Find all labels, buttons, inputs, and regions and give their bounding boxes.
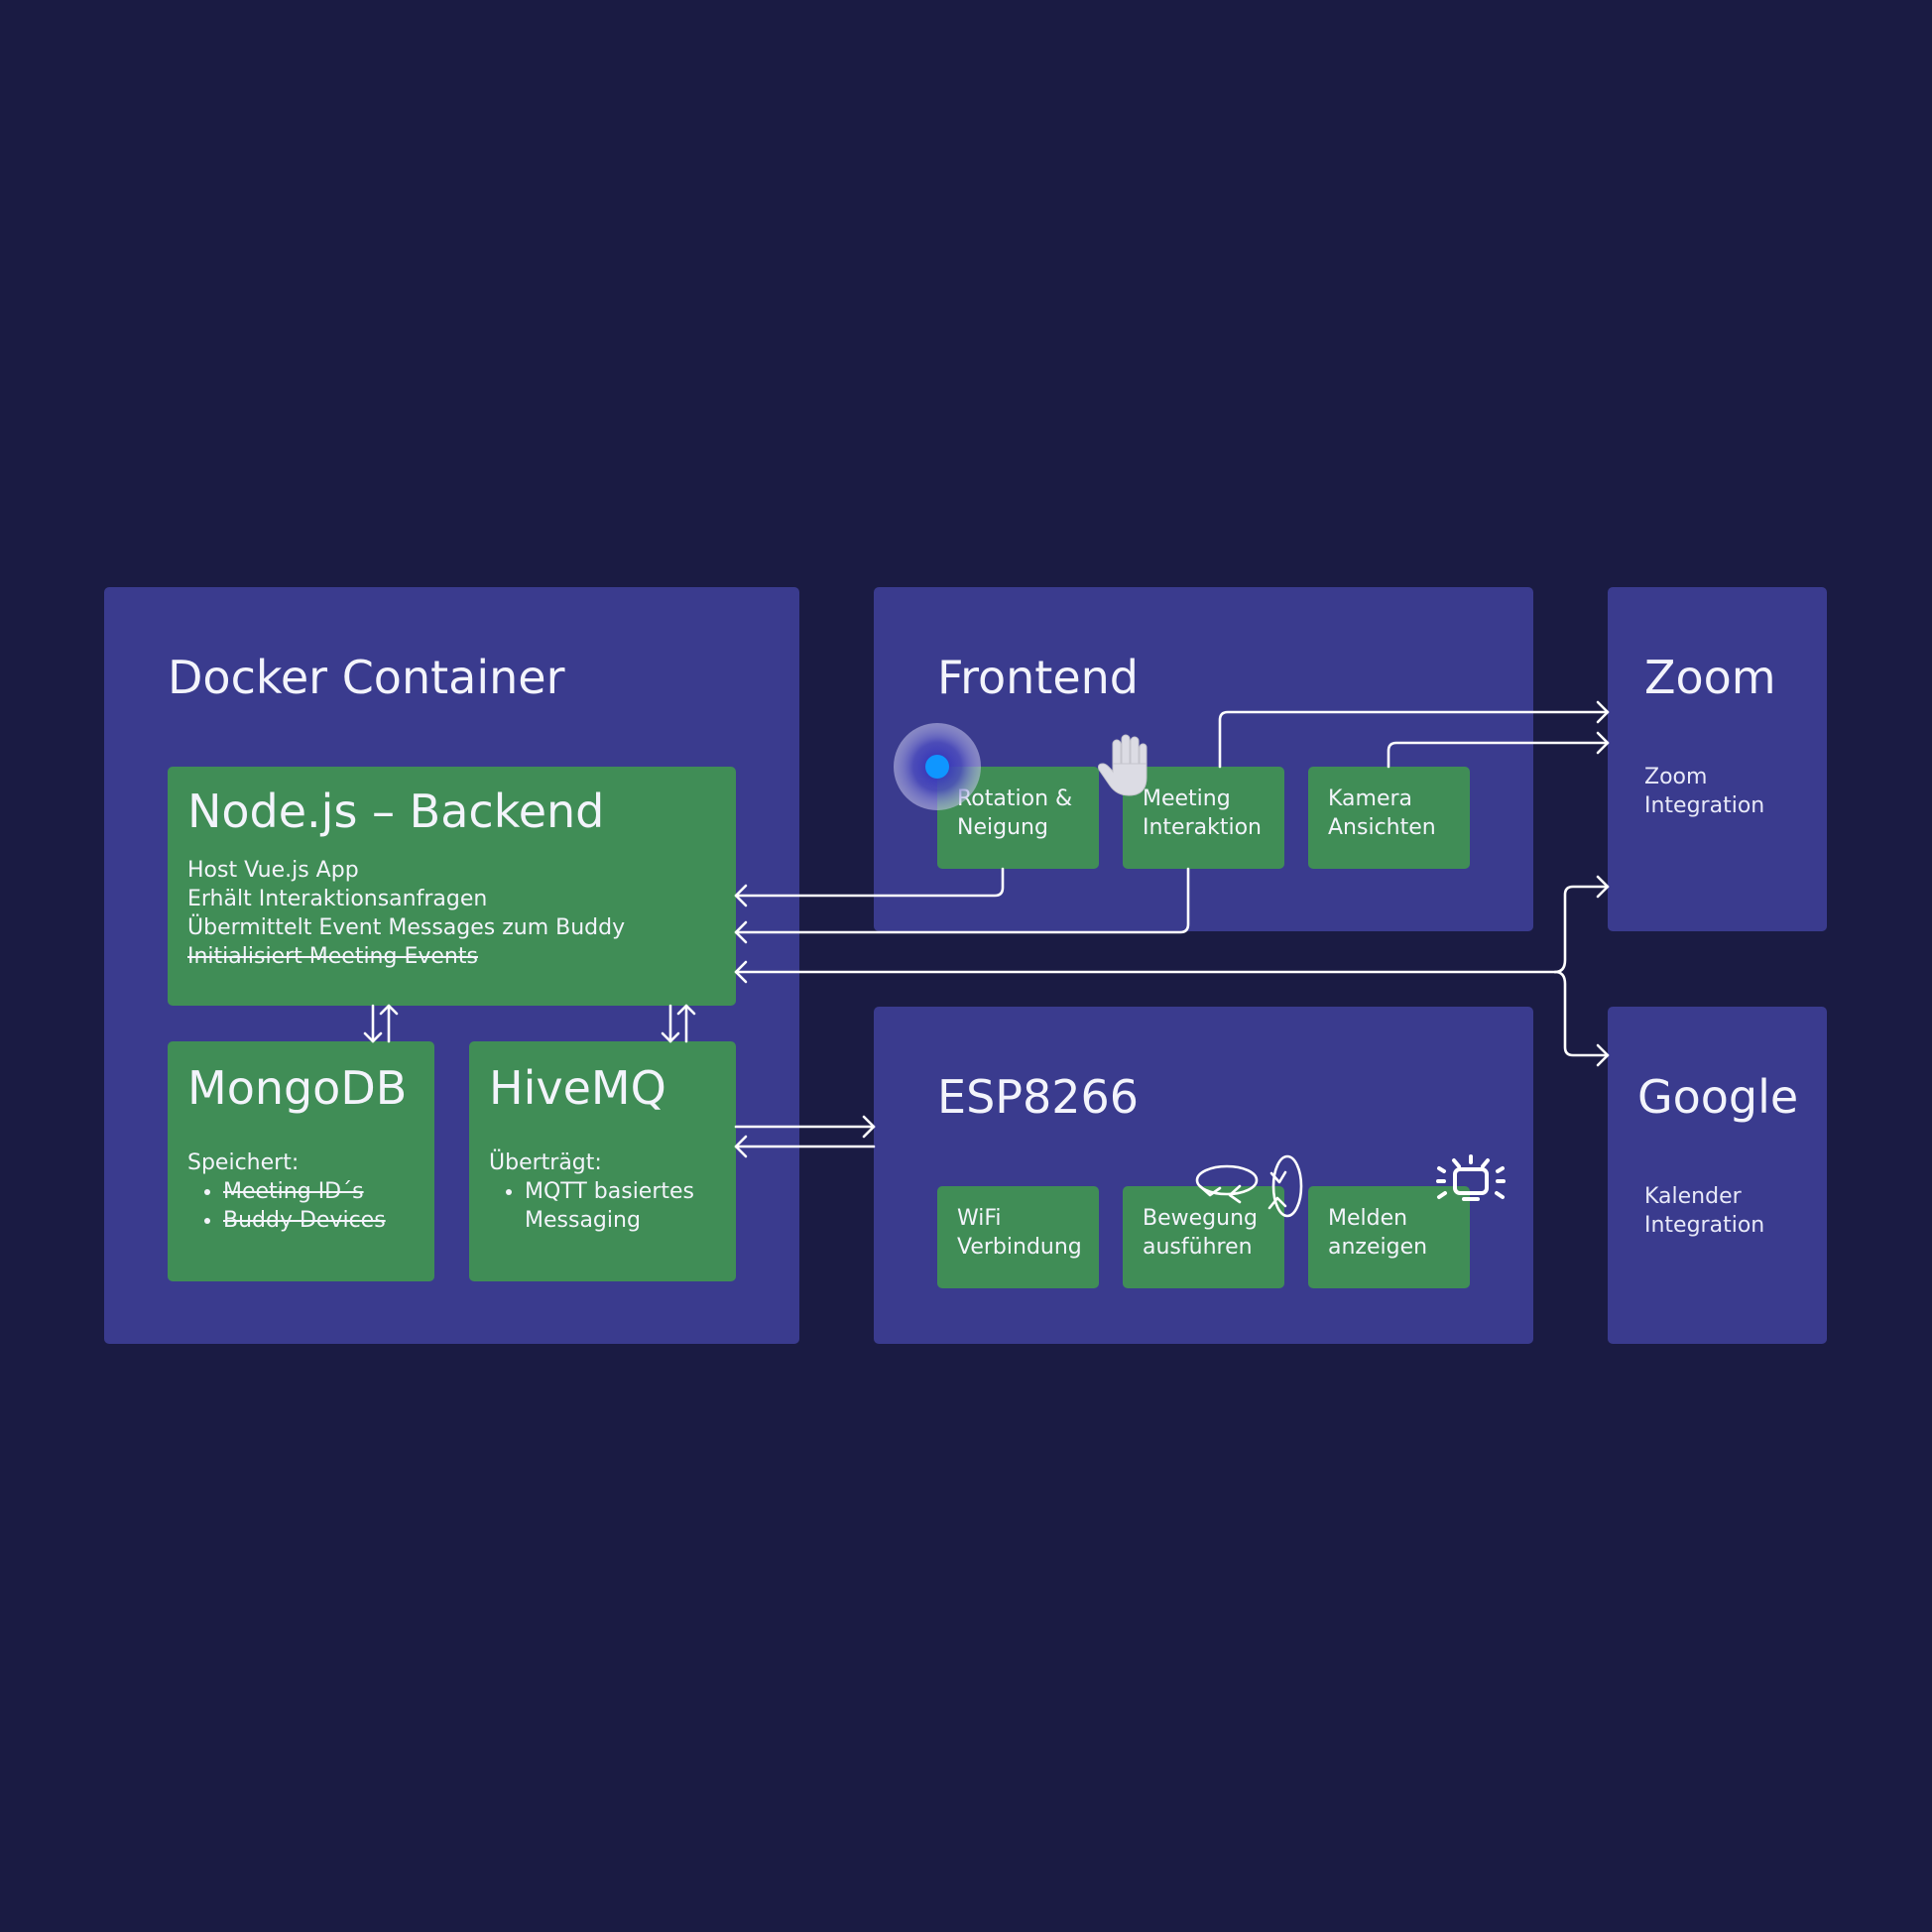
google-subtitle: Kalender Integration [1644,1184,1765,1238]
arrowhead [734,884,748,907]
rotation-neigung-label: Rotation & Neigung [957,786,1073,840]
kamera-to-zoom-line [1387,741,1610,769]
hivemq-label: Überträgt: [489,1150,602,1175]
raised-hand-icon [1098,734,1147,796]
arrowhead [1596,875,1610,899]
frontend-panel: Frontend [874,587,1533,931]
backend-line: Übermittelt Event Messages zum Buddy [187,915,626,940]
arrowhead [661,1031,680,1043]
light-display-icon [1436,1154,1506,1201]
mongodb-title: MongoDB [187,1061,408,1115]
backend-line: Host Vue.js App [187,858,359,883]
google-title: Google [1637,1070,1799,1124]
wifi-verbindung-box: WiFi Verbindung [937,1186,1099,1288]
zoom-panel: Zoom Zoom Integration [1608,587,1827,931]
hivemq-box: HiveMQ Überträgt: MQTT basiertes Messagi… [469,1041,736,1281]
backend-description: Host Vue.js App Erhält Interaktionsanfra… [187,856,625,971]
bewegung-ausfuehren-label: Bewegung ausführen [1143,1206,1258,1260]
melden-anzeigen-label: Melden anzeigen [1328,1206,1428,1260]
hivemq-title: HiveMQ [489,1061,666,1115]
arrowhead [862,1115,876,1139]
hivemq-description: Überträgt: MQTT basiertes Messaging [489,1148,727,1235]
melden-anzeigen-box: Melden anzeigen [1308,1186,1470,1288]
arrowhead [1596,700,1610,724]
arrowhead [676,1004,696,1016]
mongodb-description: Speichert: Meeting ID´s Buddy Devices [187,1148,386,1235]
arrowhead [379,1004,399,1016]
arrowhead [734,960,748,984]
bewegung-ausfuehren-box: Bewegung ausführen [1123,1186,1284,1288]
interaktion-to-zoom-line [1218,710,1610,769]
backend-title: Node.js – Backend [187,785,605,838]
touch-point-icon [894,723,981,810]
rotation-to-backend-line [734,867,1005,898]
arrowhead [363,1031,383,1043]
zoom-subtitle: Zoom Integration [1644,765,1765,818]
docker-container-title: Docker Container [168,651,565,704]
backend-struck-line: Initialisiert Meeting Events [187,944,478,969]
arrowhead [1596,1043,1610,1067]
rotate-arrows-icon [1195,1154,1303,1218]
mongodb-item: Buddy Devices [223,1206,386,1235]
arrowhead [734,920,748,944]
google-panel: Google Kalender Integration [1608,1007,1827,1344]
kamera-ansichten-box[interactable]: Kamera Ansichten [1308,767,1470,869]
esp8266-title: ESP8266 [937,1070,1140,1124]
meeting-interaktion-box[interactable]: Meeting Interaktion [1123,767,1284,869]
meeting-interaktion-label: Meeting Interaktion [1143,786,1263,840]
frontend-title: Frontend [937,651,1140,704]
zoom-title: Zoom [1644,651,1776,704]
nodejs-backend-box: Node.js – Backend Host Vue.js App Erhält… [168,767,736,1006]
arrowhead [1596,731,1610,755]
interaktion-to-backend-line [734,867,1190,934]
backend-line: Erhält Interaktionsanfragen [187,887,488,911]
services-to-google-line [1553,970,1610,1057]
hivemq-item: MQTT basiertes Messaging [525,1177,727,1235]
mongodb-box: MongoDB Speichert: Meeting ID´s Buddy De… [168,1041,434,1281]
mongodb-label: Speichert: [187,1150,300,1175]
wifi-verbindung-label: WiFi Verbindung [957,1206,1082,1260]
mongodb-item: Meeting ID´s [223,1177,386,1206]
arrowhead [734,1135,748,1158]
services-to-zoom-line [1553,885,1610,974]
kamera-ansichten-label: Kamera Ansichten [1328,786,1436,840]
